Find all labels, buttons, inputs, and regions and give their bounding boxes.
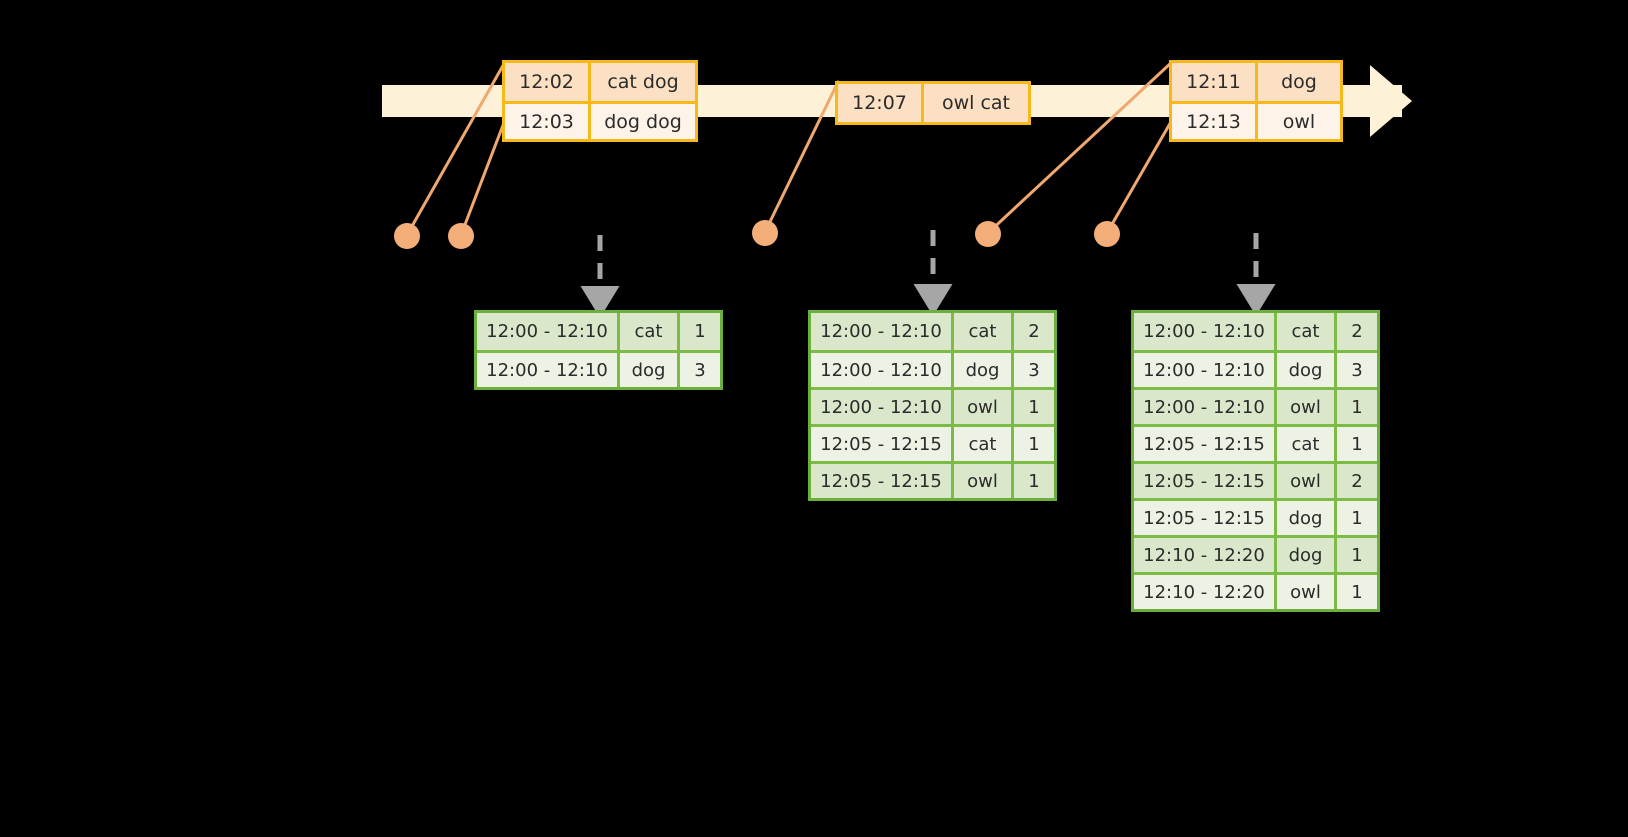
key-cell: dog [954, 353, 1014, 387]
event-payload: dog [1281, 71, 1317, 93]
window-cell: 12:00 - 12:10 [1134, 353, 1277, 387]
event-time: 12:03 [505, 104, 591, 139]
source-dot [1094, 221, 1120, 247]
source-dot [448, 223, 474, 249]
window-cell: 12:05 - 12:15 [811, 427, 954, 461]
table-row[interactable]: 12:00 - 12:10 dog 3 [811, 350, 1054, 387]
event-row[interactable]: 12:07 owl cat [838, 84, 1028, 122]
key-cell: dog [620, 353, 680, 387]
count-cell: 2 [1028, 321, 1040, 342]
table-row[interactable]: 12:00 - 12:10 cat 2 [1134, 313, 1377, 350]
event-row[interactable]: 12:03 dog dog [505, 101, 695, 139]
window-cell: 12:00 - 12:10 [811, 390, 954, 424]
count-cell: 1 [1028, 396, 1040, 418]
event-time: 12:07 [838, 84, 924, 122]
count-cell: 1 [1351, 544, 1363, 566]
count-cell: 1 [1351, 507, 1363, 529]
count-cell: 3 [1351, 359, 1363, 381]
table-row[interactable]: 12:05 - 12:15 owl 2 [1134, 461, 1377, 498]
event-row[interactable]: 12:02 cat dog [505, 63, 695, 101]
result-table-3[interactable]: 12:00 - 12:10 cat 2 12:00 - 12:10 dog 3 … [1131, 310, 1380, 612]
window-cell: 12:05 - 12:15 [1134, 464, 1277, 498]
table-row[interactable]: 12:00 - 12:10 owl 1 [1134, 387, 1377, 424]
table-row[interactable]: 12:00 - 12:10 owl 1 [811, 387, 1054, 424]
event-box-3[interactable]: 12:11 dog 12:13 owl [1169, 60, 1343, 142]
key-cell: cat [620, 313, 680, 350]
event-time: 12:02 [505, 63, 591, 101]
result-table-1[interactable]: 12:00 - 12:10 cat 1 12:00 - 12:10 dog 3 [474, 310, 723, 390]
key-cell: owl [1277, 464, 1337, 498]
key-cell: owl [954, 464, 1014, 498]
event-row[interactable]: 12:11 dog [1172, 63, 1340, 101]
table-row[interactable]: 12:10 - 12:20 owl 1 [1134, 572, 1377, 609]
count-cell: 1 [1028, 433, 1040, 455]
key-cell: dog [1277, 538, 1337, 572]
key-cell: owl [954, 390, 1014, 424]
table-row[interactable]: 12:00 - 12:10 cat 2 [811, 313, 1054, 350]
window-cell: 12:10 - 12:20 [1134, 538, 1277, 572]
key-cell: owl [1277, 575, 1337, 609]
count-cell: 1 [1351, 433, 1363, 455]
key-cell: cat [954, 427, 1014, 461]
key-cell: dog [1277, 353, 1337, 387]
event-time: 12:13 [1172, 104, 1258, 139]
event-time: 12:11 [1172, 63, 1258, 101]
table-row[interactable]: 12:05 - 12:15 owl 1 [811, 461, 1054, 498]
window-cell: 12:00 - 12:10 [1134, 313, 1277, 350]
table-row[interactable]: 12:05 - 12:15 cat 1 [1134, 424, 1377, 461]
result-table-2[interactable]: 12:00 - 12:10 cat 2 12:00 - 12:10 dog 3 … [808, 310, 1057, 501]
count-cell: 2 [1351, 470, 1363, 492]
table-row[interactable]: 12:05 - 12:15 dog 1 [1134, 498, 1377, 535]
count-cell: 1 [1351, 396, 1363, 418]
key-cell: owl [1277, 390, 1337, 424]
key-cell: dog [1277, 501, 1337, 535]
source-dots [394, 220, 1120, 249]
window-cell: 12:00 - 12:10 [477, 353, 620, 387]
table-row[interactable]: 12:00 - 12:10 dog 3 [1134, 350, 1377, 387]
window-cell: 12:05 - 12:15 [1134, 501, 1277, 535]
key-cell: cat [1277, 313, 1337, 350]
window-cell: 12:00 - 12:10 [811, 353, 954, 387]
event-payload: dog dog [604, 110, 682, 133]
window-cell: 12:05 - 12:15 [811, 464, 954, 498]
window-cell: 12:05 - 12:15 [1134, 427, 1277, 461]
window-cell: 12:00 - 12:10 [1134, 390, 1277, 424]
count-cell: 1 [1028, 470, 1040, 492]
table-row[interactable]: 12:00 - 12:10 dog 3 [477, 350, 720, 387]
count-cell: 2 [1351, 321, 1363, 342]
table-row[interactable]: 12:10 - 12:20 dog 1 [1134, 535, 1377, 572]
event-box-1[interactable]: 12:02 cat dog 12:03 dog dog [502, 60, 698, 142]
table-row[interactable]: 12:05 - 12:15 cat 1 [811, 424, 1054, 461]
event-payload: owl [1282, 110, 1316, 133]
count-cell: 3 [1028, 359, 1040, 381]
count-cell: 3 [694, 359, 706, 381]
count-cell: 1 [1351, 581, 1363, 603]
source-dot [752, 220, 778, 246]
event-box-2[interactable]: 12:07 owl cat [835, 81, 1031, 125]
window-cell: 12:10 - 12:20 [1134, 575, 1277, 609]
source-dot [975, 221, 1001, 247]
event-row[interactable]: 12:13 owl [1172, 101, 1340, 139]
key-cell: cat [1277, 427, 1337, 461]
table-row[interactable]: 12:00 - 12:10 cat 1 [477, 313, 720, 350]
count-cell: 1 [694, 321, 706, 342]
event-payload: cat dog [607, 71, 679, 93]
source-dot [394, 223, 420, 249]
event-payload: owl cat [941, 92, 1011, 114]
key-cell: cat [954, 313, 1014, 350]
emit-arrows [580, 230, 1276, 318]
window-cell: 12:00 - 12:10 [811, 313, 954, 350]
window-cell: 12:00 - 12:10 [477, 313, 620, 350]
